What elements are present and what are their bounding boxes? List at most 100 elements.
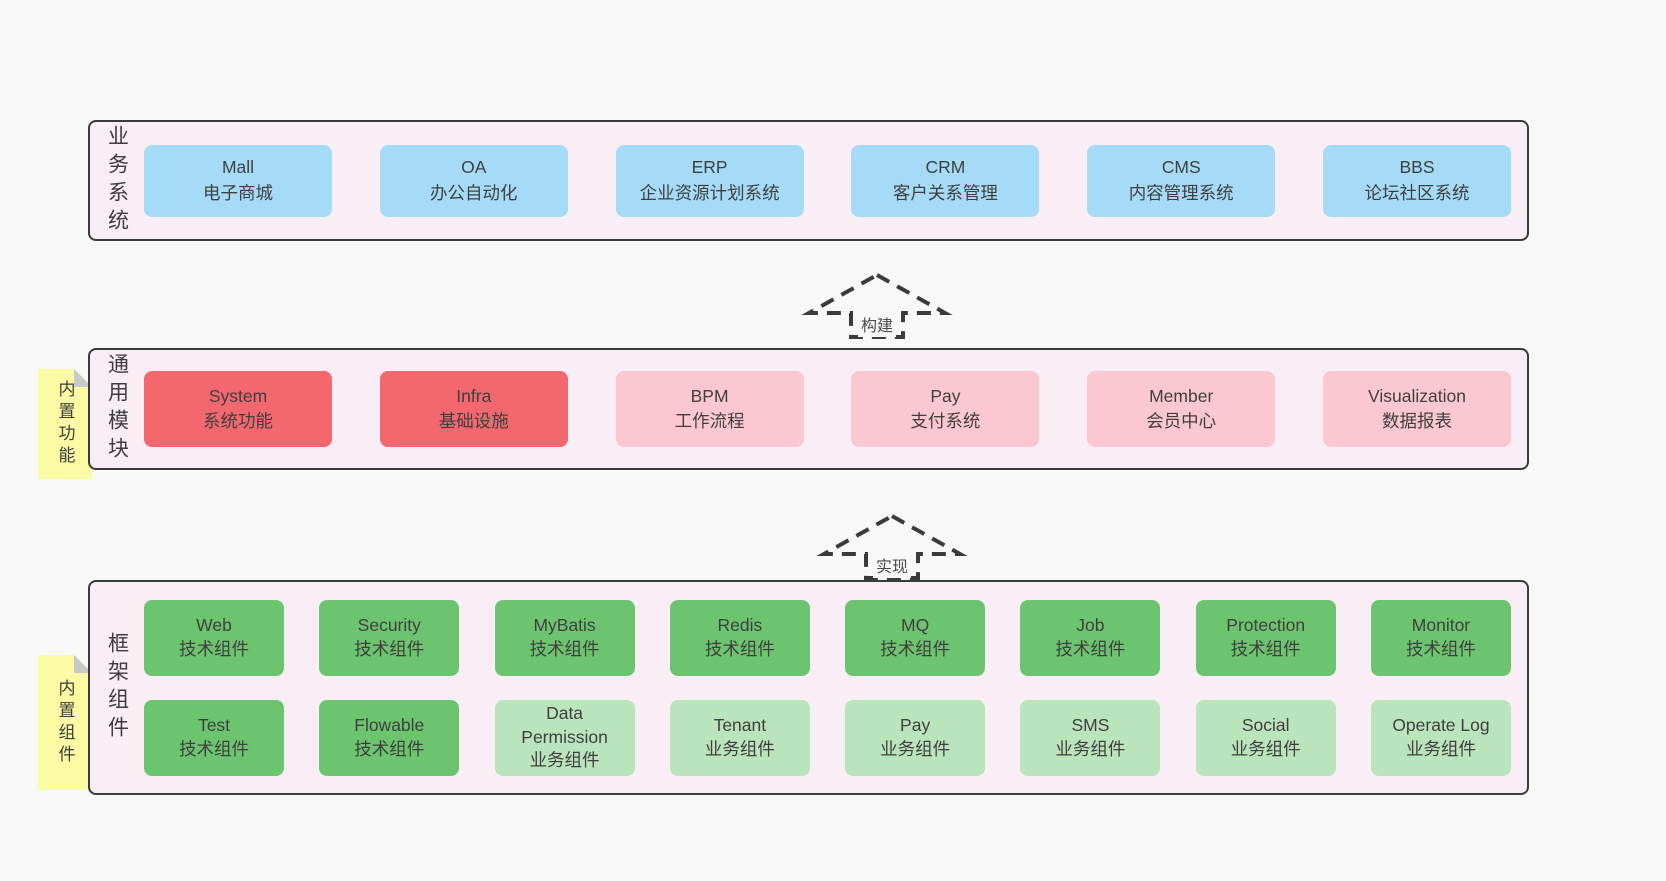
system-box-erp: ERP 企业资源计划系统 <box>615 144 804 217</box>
box-title: MQ <box>901 614 930 635</box>
framework-components-row-2: Test 技术组件 Flowable 技术组件 Data Permission … <box>144 699 1511 776</box>
band-label-business-systems: 业务系统 <box>105 124 129 237</box>
module-box-infra: Infra 基础设施 <box>379 371 568 447</box>
box-title: Pay <box>900 714 931 735</box>
band-common-modules: 通用模块 System 系统功能 Infra 基础设施 BPM 工作流程 Pay… <box>88 348 1529 470</box>
box-subtitle: 技术组件 <box>354 738 425 759</box>
box-subtitle: 客户关系管理 <box>892 182 998 203</box>
arrow-implement-label: 实现 <box>872 552 912 578</box>
arrow-build: 构建 <box>801 272 953 339</box>
system-box-bbs: BBS 论坛社区系统 <box>1322 144 1511 217</box>
component-box-social: Social 业务组件 <box>1195 699 1336 776</box>
band-label-framework-components: 框架组件 <box>105 631 129 744</box>
box-subtitle: 技术组件 <box>179 738 249 759</box>
sticky-note-builtin-features: 内置功能 <box>38 369 92 479</box>
sticky-note-builtin-components: 内置组件 <box>38 655 92 790</box>
box-title: Mall <box>221 157 255 178</box>
component-box-job: Job 技术组件 <box>1020 599 1161 676</box>
arrow-implement: 实现 <box>816 513 968 580</box>
box-title: Pay <box>930 385 961 406</box>
module-box-system: System 系统功能 <box>144 371 332 447</box>
system-box-mall: Mall 电子商城 <box>144 144 332 217</box>
box-title: OA <box>461 157 487 178</box>
box-subtitle: 技术组件 <box>1230 638 1301 659</box>
dashed-up-arrow-icon <box>816 513 968 580</box>
box-title: Flowable <box>354 714 425 735</box>
framework-components-row-1: Web 技术组件 Security 技术组件 MyBatis 技术组件 Redi… <box>144 599 1511 676</box>
box-title: Web <box>196 614 232 635</box>
box-title: Infra <box>456 385 492 406</box>
box-title: Redis <box>717 614 763 635</box>
box-subtitle: 业务组件 <box>1055 738 1126 759</box>
component-box-sms: SMS 业务组件 <box>1020 699 1161 776</box>
box-title: Member <box>1149 385 1214 406</box>
box-subtitle: 内容管理系统 <box>1128 182 1234 203</box>
component-box-mybatis: MyBatis 技术组件 <box>494 599 635 676</box>
box-title: Tenant <box>713 714 767 735</box>
component-box-operate-log: Operate Log 业务组件 <box>1370 699 1511 776</box>
box-subtitle: 论坛社区系统 <box>1364 182 1470 203</box>
box-subtitle: 技术组件 <box>529 638 600 659</box>
box-subtitle: 业务组件 <box>1405 738 1476 759</box>
component-box-test: Test 技术组件 <box>144 699 284 776</box>
band-framework-components: 框架组件 Web 技术组件 Security 技术组件 MyBatis 技术组件… <box>88 580 1529 795</box>
common-modules-row: System 系统功能 Infra 基础设施 BPM 工作流程 Pay 支付系统… <box>144 371 1511 447</box>
component-box-tenant: Tenant 业务组件 <box>669 699 810 776</box>
box-title: Data Permission <box>521 703 608 747</box>
box-title: BBS <box>1399 157 1435 178</box>
box-subtitle: 业务组件 <box>704 738 775 759</box>
system-box-oa: OA 办公自动化 <box>379 144 568 217</box>
arrow-build-label: 构建 <box>857 311 897 337</box>
box-subtitle: 工作流程 <box>674 411 745 431</box>
box-subtitle: 业务组件 <box>529 750 600 771</box>
box-title: Operate Log <box>1392 714 1490 735</box>
module-box-pay: Pay 支付系统 <box>851 371 1040 447</box>
box-subtitle: 会员中心 <box>1146 411 1217 431</box>
component-box-data-permission: Data Permission 业务组件 <box>494 699 635 776</box>
sticky-note-text: 内置功能 <box>55 380 75 468</box>
band-label-common-modules: 通用模块 <box>105 353 129 465</box>
component-box-flowable: Flowable 技术组件 <box>319 699 460 776</box>
box-subtitle: 技术组件 <box>1055 638 1126 659</box>
box-title: Protection <box>1226 614 1306 635</box>
box-title: ERP <box>691 157 728 178</box>
box-subtitle: 业务组件 <box>1230 738 1301 759</box>
component-box-redis: Redis 技术组件 <box>669 599 810 676</box>
box-title: CRM <box>925 157 966 178</box>
module-box-bpm: BPM 工作流程 <box>615 371 804 447</box>
component-box-web: Web 技术组件 <box>144 599 284 676</box>
box-title: MyBatis <box>533 614 596 635</box>
box-title: Test <box>197 714 231 735</box>
box-title: CMS <box>1161 157 1201 178</box>
band-business-systems: 业务系统 Mall 电子商城 OA 办公自动化 ERP 企业资源计划系统 CRM… <box>88 120 1529 241</box>
box-subtitle: 业务组件 <box>880 738 951 759</box>
box-subtitle: 技术组件 <box>880 638 951 659</box>
box-subtitle: 办公自动化 <box>430 182 518 203</box>
box-subtitle: 技术组件 <box>1405 638 1476 659</box>
module-box-member: Member 会员中心 <box>1087 371 1276 447</box>
box-title: System <box>208 385 268 406</box>
box-subtitle: 电子商城 <box>203 182 273 203</box>
component-box-mq: MQ 技术组件 <box>845 599 986 676</box>
box-title: Security <box>357 614 421 635</box>
box-subtitle: 基础设施 <box>438 411 509 431</box>
box-title: Visualization <box>1368 385 1466 406</box>
box-title: Monitor <box>1411 614 1471 635</box>
sticky-note-text: 内置组件 <box>55 678 75 767</box>
module-box-visualization: Visualization 数据报表 <box>1322 371 1511 447</box>
component-box-security: Security 技术组件 <box>319 599 460 676</box>
box-subtitle: 系统功能 <box>203 411 273 431</box>
system-box-cms: CMS 内容管理系统 <box>1087 144 1276 217</box>
box-subtitle: 技术组件 <box>354 638 425 659</box>
system-box-crm: CRM 客户关系管理 <box>851 144 1040 217</box>
box-title: SMS <box>1071 714 1110 735</box>
box-subtitle: 数据报表 <box>1381 411 1452 431</box>
framework-components-grid: Web 技术组件 Security 技术组件 MyBatis 技术组件 Redi… <box>144 599 1511 776</box>
box-title: BPM <box>690 385 729 406</box>
component-box-monitor: Monitor 技术组件 <box>1370 599 1511 676</box>
box-subtitle: 技术组件 <box>179 638 249 659</box>
dashed-up-arrow-icon <box>801 272 953 339</box>
box-subtitle: 技术组件 <box>704 638 775 659</box>
component-box-protection: Protection 技术组件 <box>1195 599 1336 676</box>
box-subtitle: 企业资源计划系统 <box>639 182 780 203</box>
